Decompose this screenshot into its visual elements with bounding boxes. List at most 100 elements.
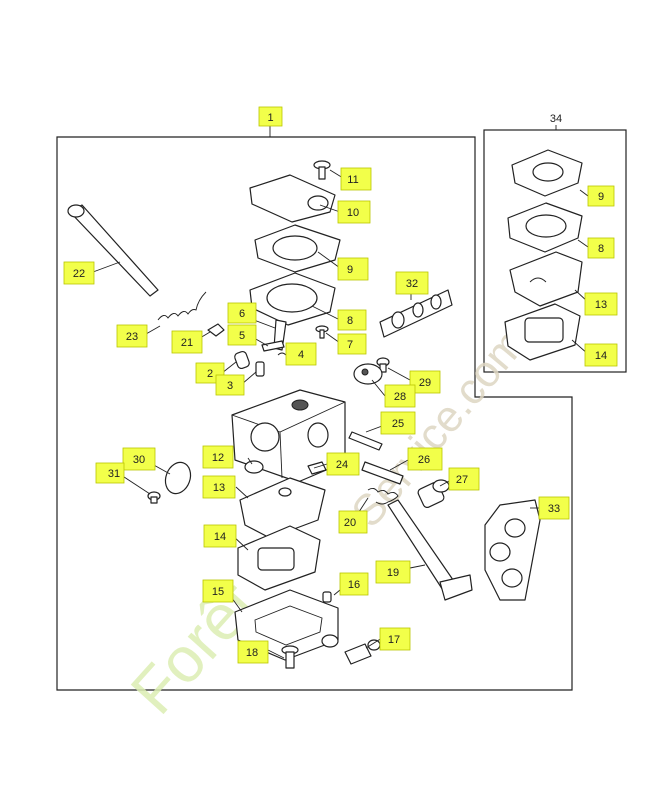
callout-label-23: 23 [116,324,148,348]
part-screw-7 [315,325,329,339]
main-assembly-frame [56,136,573,691]
callout-label-16: 16 [339,572,369,596]
callout-leaders [92,169,589,659]
part-screw-31 [147,491,161,504]
part-needle-3 [255,361,265,377]
part-adjust-screw-26 [361,461,404,485]
svg-text:31: 31 [108,468,120,480]
kit-part-gasket-14 [504,303,581,361]
svg-text:13: 13 [213,482,225,494]
part-screw-17 [344,643,372,665]
callout-label-10: 10 [337,200,371,224]
callout-label-26: 26 [407,447,443,471]
svg-text:1: 1 [267,112,273,124]
callout-label-17: 17 [379,627,411,651]
callout-label-22: 22 [63,261,95,285]
callout-label-11: 11 [340,167,372,191]
svg-text:25: 25 [392,418,404,430]
callout-label-6: 6 [227,302,257,324]
watermark: Forêt Service.com [117,319,535,727]
kit-part-gasket-8 [507,202,583,253]
svg-text:9: 9 [347,264,353,276]
callout-label-5: 5 [227,324,257,346]
callout-label-27: 27 [448,467,480,491]
callout-label-28: 28 [384,384,416,408]
svg-text:10: 10 [347,207,359,219]
part-spring-23 [157,291,207,321]
svg-text:14: 14 [595,350,607,362]
kit-callout-label-14: 14 [584,343,618,367]
callout-label-29: 29 [409,370,441,394]
part-24 [307,461,327,475]
part-spring-20 [367,487,399,505]
kit-callout-label-13: 13 [584,292,618,316]
svg-text:8: 8 [347,315,353,327]
svg-text:15: 15 [212,586,224,598]
svg-text:18: 18 [246,647,258,659]
svg-text:11: 11 [347,174,358,186]
part-pin-2 [234,350,250,370]
part-screw-29 [376,357,390,373]
svg-text:34: 34 [550,113,562,125]
callout-label-21: 21 [171,330,203,354]
callout-label-15: 15 [202,579,234,603]
part-group-32 [379,289,453,338]
svg-text:33: 33 [548,503,560,515]
callout-label-13: 13 [202,475,236,499]
svg-text:29: 29 [419,377,431,389]
callout-label-32: 32 [395,271,429,295]
svg-text:17: 17 [388,634,400,646]
part-16 [322,591,332,603]
part-lever-5 [261,340,285,352]
svg-text:26: 26 [418,454,430,466]
callout-label-14: 14 [203,524,237,548]
label-34: 34 [550,113,562,130]
svg-text:4: 4 [298,349,304,361]
svg-text:14: 14 [214,531,226,543]
callout-label-30: 30 [122,447,156,471]
part-plate-28 [353,363,383,385]
kit-frame [483,129,627,373]
part-disk-30 [164,461,192,495]
svg-text:9: 9 [598,191,604,203]
label-1: 1 [258,106,283,137]
svg-text:32: 32 [406,278,418,290]
callout-label-33: 33 [538,496,570,520]
svg-text:2: 2 [207,368,213,380]
part-carburetor-body [231,389,346,483]
svg-text:21: 21 [181,337,193,349]
callout-label-18: 18 [237,640,269,664]
svg-text:3: 3 [227,380,233,392]
part-pump-cover-10 [249,174,336,223]
callout-label-12: 12 [202,445,234,469]
callout-label-8: 8 [337,309,367,331]
kit-callout-label-8: 8 [587,237,615,259]
part-clip-21 [207,323,225,337]
svg-text:30: 30 [133,454,145,466]
svg-text:24: 24 [336,459,348,471]
kit-part-diaphragm-9 [511,149,583,197]
callout-label-24: 24 [326,452,360,476]
callout-label-3: 3 [215,374,245,396]
part-screw-18 [281,645,299,669]
callout-label-20: 20 [338,510,368,534]
kit-callout-label-9: 9 [587,185,615,207]
callout-label-4: 4 [285,342,317,366]
svg-text:19: 19 [387,567,399,579]
callout-label-25: 25 [380,411,416,435]
svg-text:13: 13 [595,299,607,311]
svg-text:12: 12 [212,452,224,464]
svg-text:28: 28 [394,391,406,403]
svg-text:20: 20 [344,517,356,529]
part-adjust-screw-25 [348,431,383,451]
svg-text:8: 8 [598,243,604,255]
svg-text:27: 27 [456,474,468,486]
callout-label-19: 19 [375,560,411,584]
kit-part-diaphragm-13 [509,251,583,307]
svg-text:16: 16 [348,579,360,591]
svg-text:6: 6 [239,308,245,320]
svg-text:23: 23 [126,331,138,343]
svg-text:5: 5 [239,330,245,342]
parts-layer [67,149,583,669]
